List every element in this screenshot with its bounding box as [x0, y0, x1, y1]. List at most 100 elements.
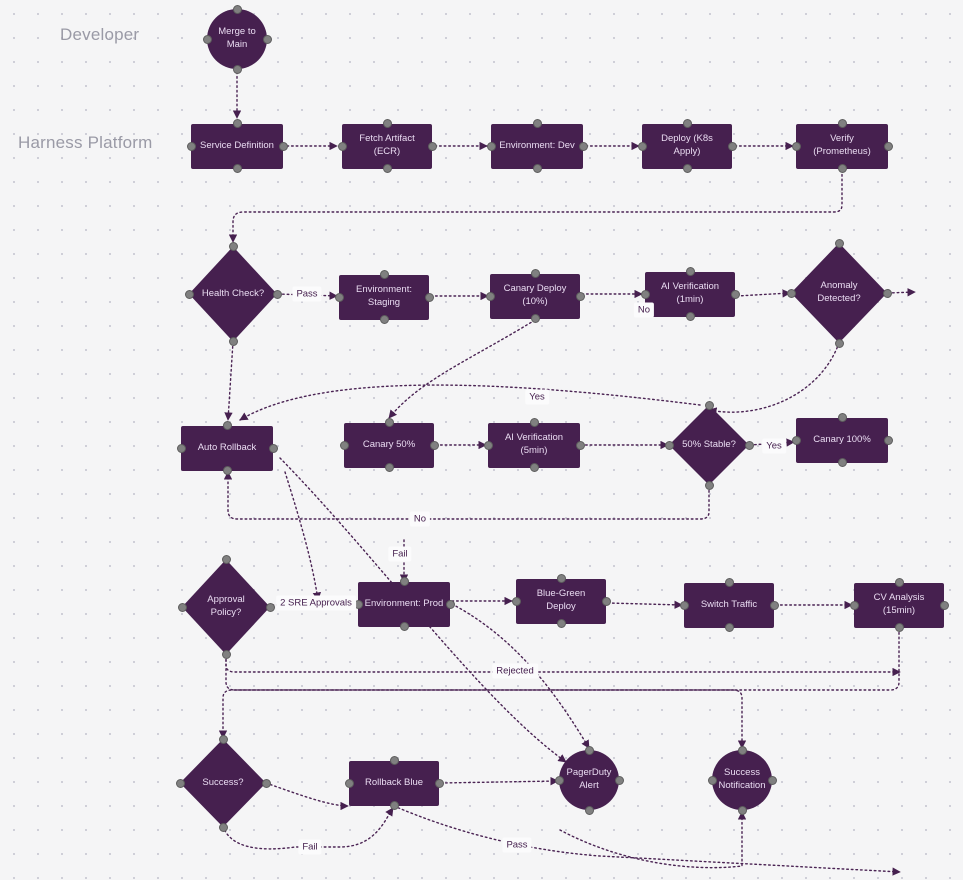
port-left-canary-50[interactable] [339, 440, 349, 450]
node-ai-verification-5min[interactable]: AI Verification (5min) [483, 418, 585, 472]
node-environment-dev[interactable]: Environment: Dev [486, 119, 588, 173]
port-left-approval-policy[interactable] [177, 602, 187, 612]
port-right-deploy-k8s-apply[interactable] [727, 141, 737, 151]
port-bottom-deploy-k8s-apply[interactable] [682, 164, 692, 173]
port-bottom-ai-verification-5min[interactable] [529, 463, 539, 472]
port-left-switch-traffic[interactable] [679, 600, 689, 610]
node-fetch-artifact[interactable]: Fetch Artifact (ECR) [337, 119, 437, 173]
port-left-anomaly-detected[interactable] [786, 288, 796, 298]
node-deploy-k8s-apply[interactable]: Deploy (K8s Apply) [637, 119, 737, 173]
port-top-environment-dev[interactable] [532, 119, 542, 128]
port-right-switch-traffic[interactable] [769, 600, 779, 610]
port-bottom-environment-staging[interactable] [379, 315, 389, 324]
port-right-environment-dev[interactable] [578, 141, 588, 151]
port-right-cv-analysis-15min[interactable] [939, 600, 949, 610]
port-top-auto-rollback[interactable] [222, 421, 232, 430]
node-environment-prod[interactable]: Environment: Prod [353, 577, 455, 631]
node-verify-prometheus[interactable]: Verify (Prometheus) [791, 119, 893, 173]
port-right-health-check[interactable] [272, 289, 282, 299]
port-right-rollback-blue[interactable] [434, 778, 444, 788]
port-top-blue-green-deploy[interactable] [556, 574, 566, 583]
port-right-canary-100[interactable] [883, 435, 893, 445]
node-success-notification[interactable]: Success Notification [707, 745, 777, 815]
port-left-cv-analysis-15min[interactable] [849, 600, 859, 610]
port-left-fetch-artifact[interactable] [337, 141, 347, 151]
port-bottom-switch-traffic[interactable] [724, 623, 734, 632]
port-right-canary-50[interactable] [429, 440, 439, 450]
port-left-environment-dev[interactable] [486, 141, 496, 151]
port-right-success-notification[interactable] [767, 775, 777, 785]
port-top-anomaly-detected[interactable] [834, 238, 844, 248]
port-right-anomaly-detected[interactable] [882, 288, 892, 298]
node-environment-staging[interactable]: Environment: Staging [334, 270, 434, 324]
port-top-success-check[interactable] [218, 734, 228, 744]
port-top-fetch-artifact[interactable] [382, 119, 392, 128]
port-bottom-fetch-artifact[interactable] [382, 164, 392, 173]
port-top-approval-policy[interactable] [221, 555, 231, 564]
node-merge-to-main[interactable]: Merge to Main [202, 4, 272, 74]
port-top-success-notification[interactable] [737, 745, 747, 755]
port-left-ai-verification-5min[interactable] [483, 440, 493, 450]
port-top-canary-50[interactable] [384, 418, 394, 427]
port-bottom-rollback-blue[interactable] [389, 801, 399, 810]
port-left-verify-prometheus[interactable] [791, 141, 801, 151]
port-top-merge-to-main[interactable] [232, 4, 242, 14]
node-success-check[interactable]: Success? [175, 734, 271, 832]
port-right-fetch-artifact[interactable] [427, 141, 437, 151]
port-bottom-fifty-stable[interactable] [704, 480, 714, 490]
node-rollback-blue[interactable]: Rollback Blue [344, 756, 444, 810]
port-bottom-canary-deploy-10[interactable] [530, 314, 540, 323]
port-top-pagerduty-alert[interactable] [584, 745, 594, 755]
node-approval-policy[interactable]: Approval Policy? [177, 555, 275, 659]
port-left-blue-green-deploy[interactable] [511, 596, 521, 606]
port-bottom-approval-policy[interactable] [221, 650, 231, 659]
port-right-environment-prod[interactable] [445, 599, 455, 609]
node-ai-verification-1min[interactable]: AI Verification (1min) [640, 267, 740, 321]
port-left-auto-rollback[interactable] [176, 443, 186, 453]
port-top-ai-verification-1min[interactable] [685, 267, 695, 276]
port-right-ai-verification-5min[interactable] [575, 440, 585, 450]
port-right-environment-staging[interactable] [424, 292, 434, 302]
port-right-blue-green-deploy[interactable] [601, 596, 611, 606]
node-health-check[interactable]: Health Check? [184, 242, 282, 346]
port-left-success-notification[interactable] [707, 775, 717, 785]
port-left-fifty-stable[interactable] [664, 440, 674, 450]
port-top-ai-verification-5min[interactable] [529, 418, 539, 427]
port-left-ai-verification-1min[interactable] [640, 289, 650, 299]
port-left-environment-staging[interactable] [334, 292, 344, 302]
port-left-pagerduty-alert[interactable] [554, 775, 564, 785]
port-bottom-service-definition[interactable] [232, 164, 242, 173]
port-top-switch-traffic[interactable] [724, 578, 734, 587]
port-bottom-pagerduty-alert[interactable] [584, 805, 594, 815]
port-bottom-merge-to-main[interactable] [232, 64, 242, 74]
node-cv-analysis-15min[interactable]: CV Analysis (15min) [849, 578, 949, 632]
port-right-approval-policy[interactable] [265, 602, 275, 612]
port-bottom-canary-50[interactable] [384, 463, 394, 472]
port-bottom-anomaly-detected[interactable] [834, 338, 844, 348]
port-right-ai-verification-1min[interactable] [730, 289, 740, 299]
node-service-definition[interactable]: Service Definition [186, 119, 288, 173]
port-top-health-check[interactable] [228, 242, 238, 251]
port-bottom-environment-prod[interactable] [399, 622, 409, 631]
port-bottom-environment-dev[interactable] [532, 164, 542, 173]
port-right-fifty-stable[interactable] [744, 440, 754, 450]
port-left-health-check[interactable] [184, 289, 194, 299]
port-bottom-verify-prometheus[interactable] [837, 164, 847, 173]
node-anomaly-detected[interactable]: Anomaly Detected? [786, 238, 892, 348]
port-top-canary-deploy-10[interactable] [530, 269, 540, 278]
port-left-merge-to-main[interactable] [202, 34, 212, 44]
port-right-auto-rollback[interactable] [268, 443, 278, 453]
port-top-deploy-k8s-apply[interactable] [682, 119, 692, 128]
port-top-rollback-blue[interactable] [389, 756, 399, 765]
port-bottom-cv-analysis-15min[interactable] [894, 623, 904, 632]
port-left-deploy-k8s-apply[interactable] [637, 141, 647, 151]
port-left-service-definition[interactable] [186, 141, 196, 151]
port-bottom-blue-green-deploy[interactable] [556, 619, 566, 628]
port-right-canary-deploy-10[interactable] [575, 291, 585, 301]
port-right-success-check[interactable] [261, 778, 271, 788]
port-left-success-check[interactable] [175, 778, 185, 788]
port-top-verify-prometheus[interactable] [837, 119, 847, 128]
node-canary-100[interactable]: Canary 100% [791, 413, 893, 467]
port-left-rollback-blue[interactable] [344, 778, 354, 788]
port-right-service-definition[interactable] [278, 141, 288, 151]
